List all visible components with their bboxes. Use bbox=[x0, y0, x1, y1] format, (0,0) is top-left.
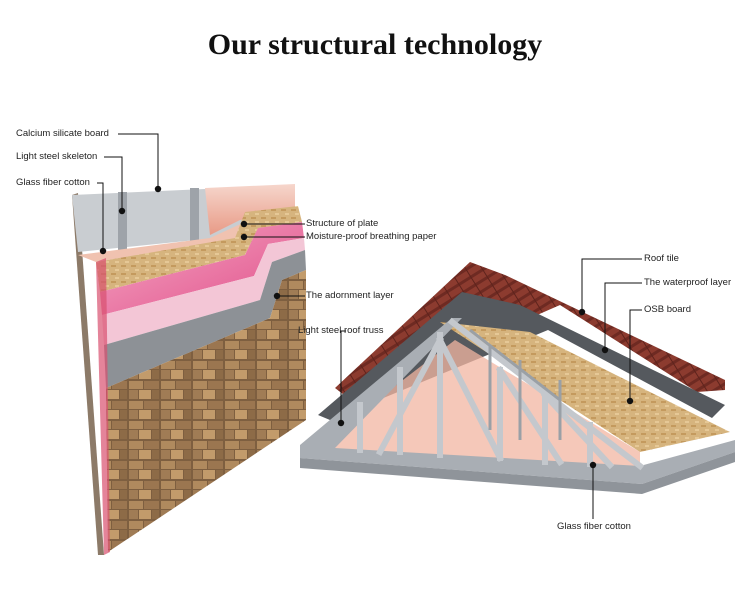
label-waterproof-layer: The waterproof layer bbox=[644, 277, 732, 288]
mortar-layer bbox=[104, 250, 306, 388]
wall-front-edge bbox=[96, 258, 110, 555]
label-structure-of-plate: Structure of plate bbox=[306, 218, 379, 229]
steel-stud bbox=[190, 188, 199, 243]
wall-side-edge bbox=[72, 193, 104, 555]
label-roof-glass-fiber-cotton: Glass fiber cotton bbox=[557, 521, 631, 532]
steel-stud bbox=[118, 192, 127, 262]
leader-lines bbox=[97, 133, 642, 519]
page-title: Our structural technology bbox=[207, 28, 543, 61]
truss-base bbox=[300, 452, 735, 494]
label-moisture-proof-paper: Moisture-proof breathing paper bbox=[306, 231, 437, 242]
label-glass-fiber-cotton: Glass fiber cotton bbox=[16, 177, 90, 188]
truss-back-webs bbox=[469, 328, 562, 440]
stone-adornment-layer bbox=[106, 270, 306, 552]
label-calcium-silicate-board: Calcium silicate board bbox=[16, 128, 109, 139]
structure-of-plate bbox=[96, 206, 302, 292]
osb-board bbox=[440, 322, 730, 452]
label-light-steel-roof-truss: Light steel roof truss bbox=[298, 325, 384, 336]
truss-chord bbox=[300, 318, 735, 484]
label-adornment-layer: The adornment layer bbox=[306, 290, 394, 301]
label-light-steel-skeleton: Light steel skeleton bbox=[16, 151, 98, 162]
roof-section bbox=[300, 262, 735, 494]
leader-dots bbox=[99, 185, 634, 469]
wall-section bbox=[72, 184, 306, 555]
label-roof-tile: Roof tile bbox=[644, 253, 679, 264]
label-osb-board: OSB board bbox=[644, 304, 691, 315]
pink-panel bbox=[102, 238, 305, 345]
moisture-proof-paper bbox=[100, 222, 304, 315]
glass-fiber-cotton bbox=[205, 184, 295, 235]
truss-webs bbox=[357, 317, 645, 471]
